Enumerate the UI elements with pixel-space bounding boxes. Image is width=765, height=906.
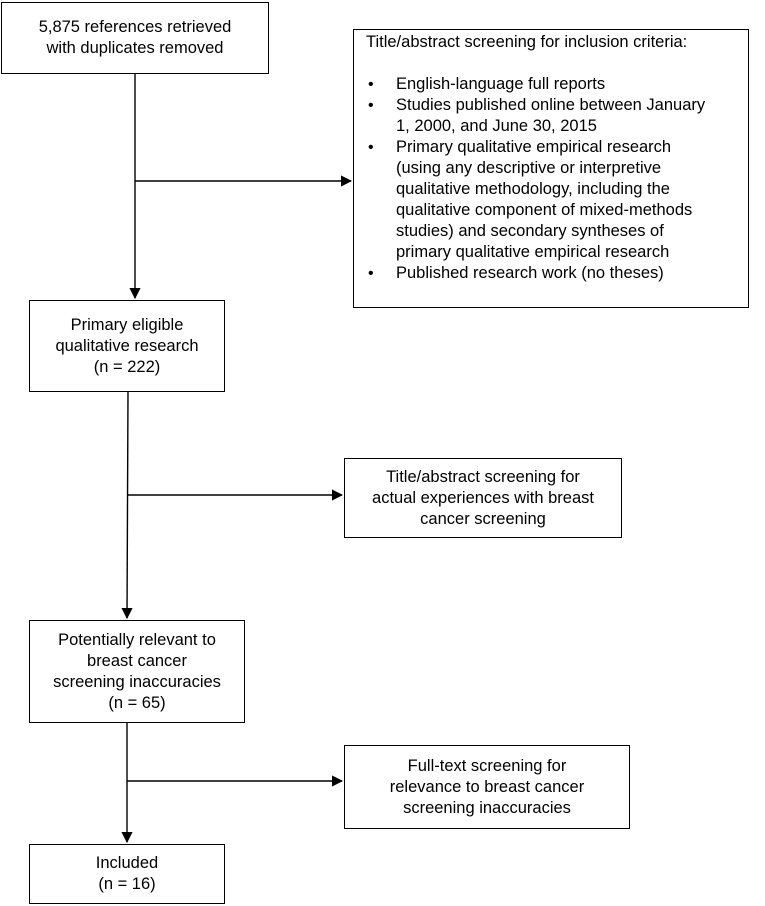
box-text-line: screening inaccuracies (403, 798, 571, 817)
box-text-line: with duplicates removed (46, 39, 224, 57)
criteria-item: Studies published online between January… (366, 95, 742, 137)
box-text-line: Title/abstract screening for (386, 467, 580, 486)
inclusion-criteria-box: Title/abstract screening for inclusion c… (353, 29, 749, 308)
primary-eligible-box: Primary eligible qualitative research (n… (29, 300, 225, 392)
box-text-line: Included (95, 854, 159, 872)
criteria-line: primary qualitative empirical research (396, 243, 670, 261)
experience-screening-box: Title/abstract screening for actual expe… (344, 458, 622, 538)
box-text-line: relevance to breast cancer (389, 777, 585, 796)
criteria-line: Studies published online between January (396, 96, 706, 114)
criteria-line: English-language full reports (396, 75, 606, 93)
criteria-line: qualitative methodology, including the (396, 180, 670, 198)
box-text-line: (n = 65) (108, 693, 166, 712)
box-text-line: qualitative research (55, 336, 199, 355)
box-text-line: Potentially relevant to (58, 630, 216, 649)
criteria-item: Published research work (no theses) (366, 263, 742, 284)
arrow-eligible-to-relevant (121, 391, 133, 620)
fulltext-screening-box: Full-text screening for relevance to bre… (344, 745, 630, 829)
criteria-item: Primary qualitative empirical research (… (366, 137, 742, 263)
box-text-line: 5,875 references retrieved (38, 18, 232, 36)
included-box: Included (n = 16) (29, 844, 225, 904)
box-text-line: screening inaccuracies (53, 672, 221, 691)
criteria-line: Published research work (no theses) (396, 264, 664, 282)
criteria-list: English-language full reports Studies pu… (366, 74, 742, 284)
box-text-line: Primary eligible (70, 315, 184, 334)
box-text-line: actual experiences with breast (372, 488, 594, 507)
box-text-line: Full-text screening for (407, 756, 567, 775)
criteria-line: (using any descriptive or interpretive (396, 159, 662, 177)
criteria-line: 1, 2000, and June 30, 2015 (396, 117, 597, 135)
box-text-line: breast cancer (87, 651, 187, 670)
criteria-line: Primary qualitative empirical research (396, 138, 672, 156)
potentially-relevant-box: Potentially relevant to breast cancer sc… (29, 620, 245, 723)
box-text-line: (n = 222) (93, 357, 161, 376)
criteria-line: qualitative component of mixed-methods (396, 201, 693, 219)
criteria-item: English-language full reports (366, 74, 742, 95)
box-text-line: (n = 16) (98, 875, 156, 893)
box-text-line: cancer screening (420, 509, 546, 528)
references-retrieved-box: 5,875 references retrieved with duplicat… (1, 2, 269, 74)
inclusion-criteria-title: Title/abstract screening for inclusion c… (366, 33, 688, 51)
criteria-line: studies) and secondary syntheses of (396, 222, 664, 240)
